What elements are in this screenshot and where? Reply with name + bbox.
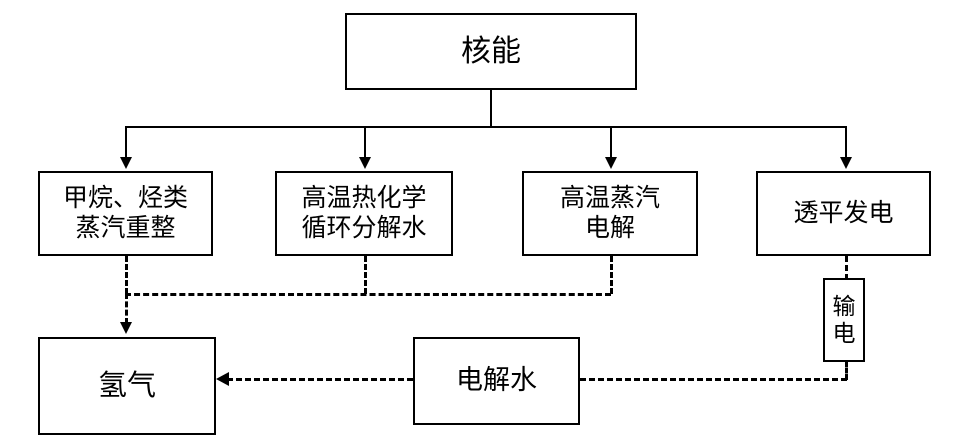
node-steam-electrolysis-label-line1: 高温蒸汽 [559,185,660,212]
connector-reforming-to-hydrogen-bus [125,256,128,294]
node-nuclear-energy[interactable]: 核能 [345,13,637,90]
node-water-electrolysis[interactable]: 电解水 [413,337,580,425]
node-reforming-label-line2: 蒸汽重整 [75,214,176,242]
node-thermochem-label-line1: 高温热化学 [301,185,427,212]
arrowhead-steam-electrolysis [605,157,617,169]
connector-thermochem-to-hydrogen-bus [364,256,367,294]
connector-nuclear-stem [490,90,492,127]
arrowhead-hydrogen-inlet-right [216,372,229,386]
connector-transmission-to-water-electrolysis [580,378,847,381]
connector-steam-electrolysis-to-hydrogen-bus [610,256,613,294]
connector-drop-reforming [125,126,127,159]
connector-drop-thermochem [364,126,366,159]
connector-drop-turbine [845,126,847,159]
node-hydrogen-label: 氢气 [97,369,156,402]
node-transmission-label-char1: 输 [832,293,856,319]
node-reforming-label-line1: 甲烷、烃类 [62,185,188,212]
connector-distribution-bus [125,126,846,128]
arrowhead-turbine [840,157,852,169]
arrowhead-hydrogen-inlet-top [120,322,132,334]
node-water-electrolysis-label: 电解水 [456,365,537,396]
node-turbine-power-generation[interactable]: 透平发电 [756,171,931,256]
node-high-temperature-thermochemical-water-splitting[interactable]: 高温热化学 循环分解水 [275,171,453,256]
connector-transmission-downlead [845,361,848,380]
node-hydrogen-gas[interactable]: 氢气 [38,337,216,435]
node-thermochem-label-line2: 循环分解水 [301,214,427,242]
connector-hydrogen-collection-bus [125,293,611,296]
node-turbine-label: 透平发电 [793,199,894,227]
node-steam-electrolysis-label-line2: 电解 [584,214,635,242]
node-nuclear-energy-label: 核能 [461,34,521,68]
connector-water-electrolysis-to-hydrogen [227,378,413,381]
node-methane-hydrocarbon-steam-reforming[interactable]: 甲烷、烃类 蒸汽重整 [38,171,213,256]
arrowhead-thermochem [359,157,371,169]
node-high-temperature-steam-electrolysis[interactable]: 高温蒸汽 电解 [522,171,698,256]
arrowhead-reforming [120,157,132,169]
connector-bus-to-hydrogen-drop [125,293,128,324]
connector-turbine-to-transmission [845,256,848,280]
node-power-transmission[interactable]: 输 电 [823,278,865,362]
connector-drop-steam-electrolysis [610,126,612,159]
node-transmission-label-char2: 电 [832,321,856,346]
